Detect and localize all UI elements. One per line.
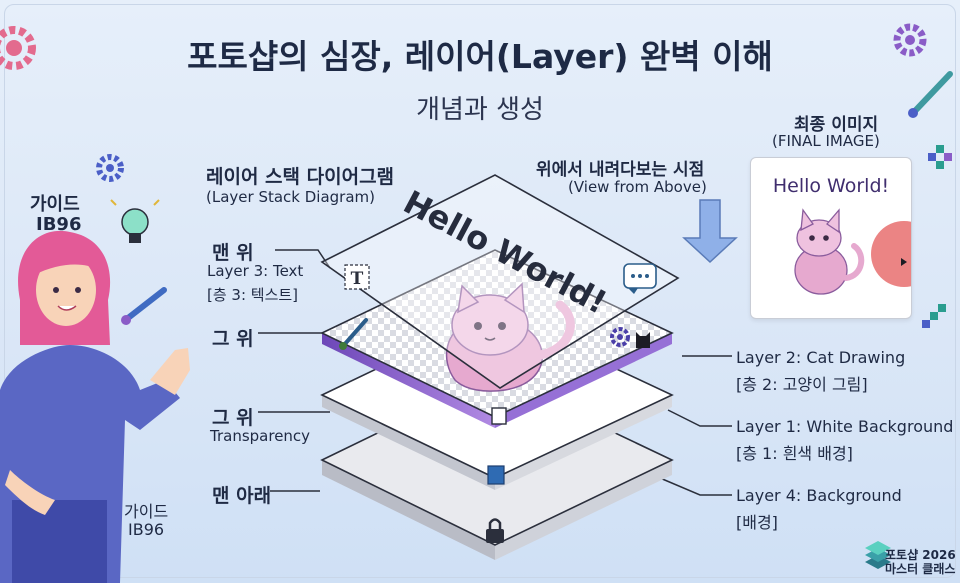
page-subtitle: 개념과 생성 [416, 95, 544, 125]
arrow-down-icon [682, 199, 738, 264]
course-logo-line2: 마스터 클래스 [885, 562, 956, 576]
final-image-subtitle: (FINAL IMAGE) [772, 132, 880, 150]
guide-id-bottom: IB96 [128, 520, 165, 539]
view-from-above-title: 위에서 내려다보는 시점 [536, 160, 705, 180]
stack-diagram-subtitle: (Layer Stack Diagram) [206, 188, 375, 206]
label-bottom-layer: 맨 아래 [212, 485, 272, 507]
final-image-text: Hello World! [772, 175, 890, 197]
label-transparency: Transparency [210, 427, 311, 445]
paintbrush-icon [908, 71, 953, 118]
gear-icon [0, 26, 36, 70]
label-layer3-kr: [층 3: 텍스트] [207, 286, 299, 304]
final-cat-icon [794, 208, 911, 295]
guide-label-bottom: 가이드 [124, 502, 169, 521]
final-image-panel: Hello World! [750, 157, 912, 319]
label-layer4: Layer 4: Background [736, 486, 902, 505]
paint-bucket-blue-icon [487, 465, 505, 485]
guide-id-top: IB96 [36, 214, 82, 235]
guide-label-top: 가이드 [30, 194, 80, 215]
course-logo-line1: 포토샵 2026 [885, 548, 956, 562]
label-layer2-kr: [층 2: 고양이 그림] [736, 375, 868, 394]
course-logo: 포토샵 2026 마스터 클래스 [885, 548, 956, 576]
label-layer1: Layer 1: White Background [736, 417, 954, 436]
view-from-above-subtitle: (View from Above) [568, 178, 707, 196]
label-second-layer: 그 위 [212, 328, 254, 350]
pixel-icon [922, 304, 946, 328]
label-top-layer: 맨 위 [212, 242, 254, 264]
label-layer3-text: Layer 3: Text [207, 262, 304, 280]
gear-icon [96, 154, 124, 182]
cat-icon [636, 332, 650, 348]
paintbrush-icon [121, 287, 167, 325]
text-tool-icon: T [344, 264, 370, 290]
gear-layer-icon [610, 327, 630, 347]
lightbulb-icon [110, 199, 160, 243]
layer-plate-text [320, 174, 680, 389]
connector-top [275, 249, 331, 269]
svg-text:T: T [351, 269, 364, 289]
pixel-icon [928, 145, 952, 169]
cat-drawing [445, 282, 575, 392]
page-frame [4, 4, 956, 578]
connector-layer1 [667, 409, 732, 427]
lock-icon [486, 518, 504, 543]
stack-diagram-title: 레이어 스택 다이어그램 [206, 166, 395, 188]
connector-layer4 [659, 477, 732, 496]
label-third-layer: 그 위 [212, 407, 254, 429]
final-image-title: 최종 이미지 [794, 115, 879, 135]
layers-logo-icon [865, 541, 891, 569]
guide-character [0, 230, 190, 583]
paint-bucket-icon [491, 407, 507, 425]
chat-bubble-icon [623, 263, 657, 294]
label-layer1-kr: [층 1: 흰색 배경] [736, 444, 853, 463]
page-title: 포토샵의 심장, 레이어(Layer) 완벽 이해 [187, 37, 773, 76]
label-layer2: Layer 2: Cat Drawing [736, 348, 906, 367]
label-layer4-kr: [배경] [736, 513, 778, 532]
gear-icon [893, 23, 927, 57]
paintbrush-layer-icon [339, 318, 368, 350]
